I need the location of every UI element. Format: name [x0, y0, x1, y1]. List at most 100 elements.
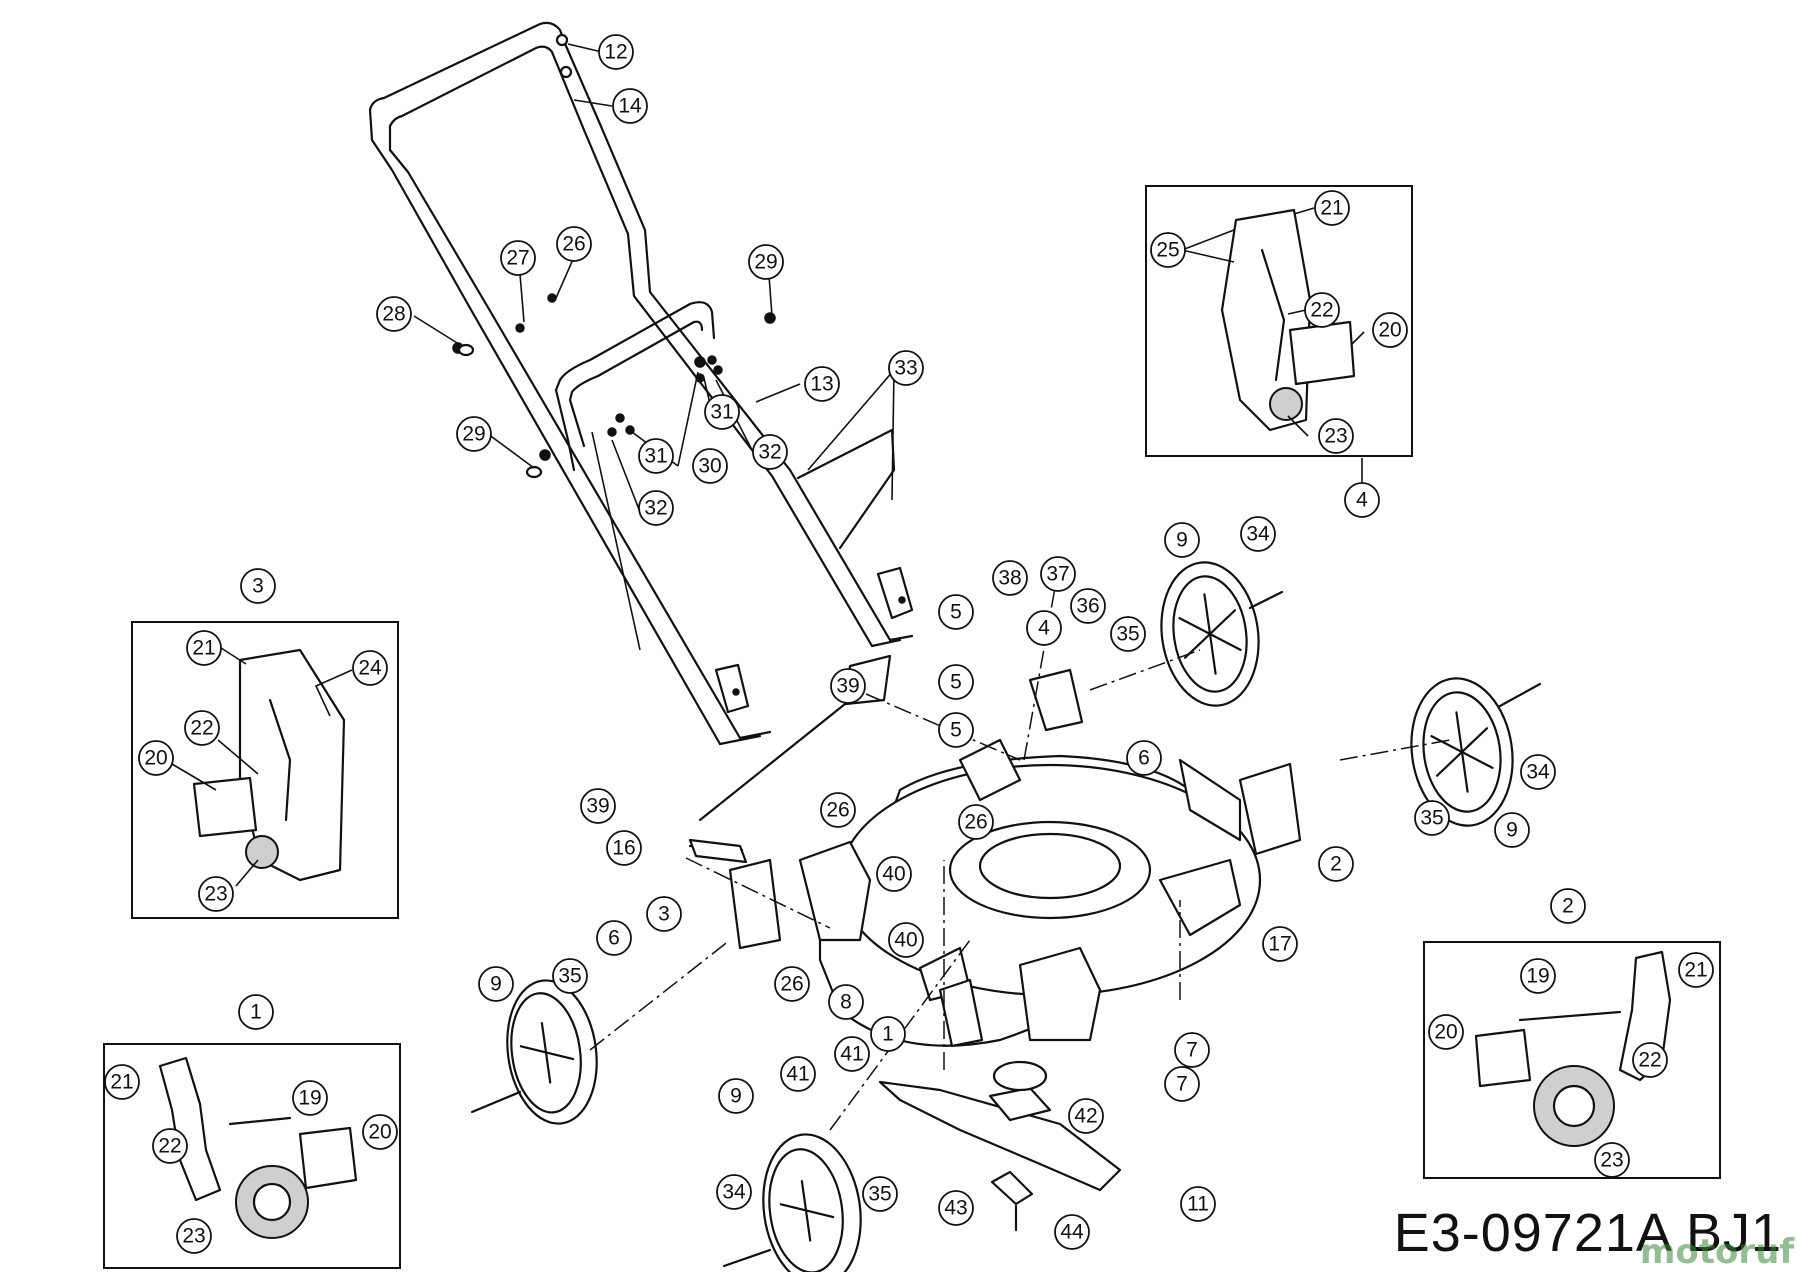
callout-21: 21 — [1678, 952, 1714, 988]
svg-text:6: 6 — [1138, 747, 1150, 770]
callout-27: 27 — [500, 240, 536, 276]
svg-text:9: 9 — [1506, 819, 1518, 842]
rear-flap — [688, 654, 892, 864]
callout-4: 4 — [1344, 482, 1380, 518]
svg-text:35: 35 — [1420, 807, 1443, 830]
svg-text:23: 23 — [1324, 425, 1347, 448]
svg-text:22: 22 — [190, 717, 213, 740]
svg-text:33: 33 — [894, 357, 917, 380]
callout-1: 1 — [870, 1016, 906, 1052]
svg-text:4: 4 — [1356, 489, 1368, 512]
callout-29: 29 — [456, 416, 492, 452]
callout-21: 21 — [186, 630, 222, 666]
callout-30: 30 — [692, 448, 728, 484]
svg-text:40: 40 — [882, 863, 905, 886]
svg-text:27: 27 — [506, 247, 529, 270]
callout-3: 3 — [646, 896, 682, 932]
callout-36: 36 — [1070, 588, 1106, 624]
svg-text:22: 22 — [158, 1135, 181, 1158]
callout-7: 7 — [1174, 1032, 1210, 1068]
svg-text:5: 5 — [950, 671, 962, 694]
svg-text:2: 2 — [1562, 895, 1574, 918]
callout-39: 39 — [830, 668, 866, 704]
callout-26: 26 — [556, 226, 592, 262]
svg-text:17: 17 — [1268, 933, 1291, 956]
callout-38: 38 — [992, 560, 1028, 596]
diagram-code: E3-09721A BJ1 — [1393, 1203, 1782, 1263]
svg-text:3: 3 — [252, 575, 264, 598]
callout-34: 34 — [716, 1174, 752, 1210]
inset-3-adjuster — [192, 648, 346, 882]
callout-41: 41 — [780, 1056, 816, 1092]
callout-32: 32 — [752, 434, 788, 470]
svg-text:21: 21 — [1320, 197, 1343, 220]
svg-text:25: 25 — [1156, 239, 1179, 262]
callout-12: 12 — [598, 34, 634, 70]
callout-6: 6 — [1126, 740, 1162, 776]
svg-text:34: 34 — [1526, 761, 1550, 784]
svg-text:5: 5 — [950, 719, 962, 742]
svg-text:35: 35 — [868, 1183, 891, 1206]
svg-text:19: 19 — [1526, 965, 1549, 988]
callout-4: 4 — [1026, 610, 1062, 646]
mower-deck — [798, 738, 1262, 1047]
callout-35: 35 — [1110, 616, 1146, 652]
callout-22: 22 — [1632, 1042, 1668, 1078]
svg-text:20: 20 — [1378, 319, 1401, 342]
callout-16: 16 — [606, 830, 642, 866]
callout-31: 31 — [704, 394, 740, 430]
callout-11: 11 — [1180, 1186, 1216, 1222]
callout-9: 9 — [718, 1078, 754, 1114]
svg-text:21: 21 — [1684, 959, 1707, 982]
callout-37: 37 — [1040, 556, 1076, 592]
callout-26: 26 — [820, 792, 856, 828]
svg-text:7: 7 — [1176, 1073, 1188, 1096]
svg-text:26: 26 — [780, 973, 803, 996]
callout-13: 13 — [804, 366, 840, 402]
callout-42: 42 — [1068, 1098, 1104, 1134]
callout-20: 20 — [1372, 312, 1408, 348]
callout-2: 2 — [1550, 888, 1586, 924]
svg-text:21: 21 — [192, 637, 215, 660]
svg-text:23: 23 — [182, 1225, 205, 1248]
svg-text:39: 39 — [586, 795, 609, 818]
inset-1-lever — [158, 1056, 358, 1239]
svg-text:41: 41 — [840, 1043, 863, 1066]
svg-text:2: 2 — [1330, 853, 1342, 876]
callout-35: 35 — [862, 1176, 898, 1212]
inset-box-4 — [1145, 185, 1413, 457]
svg-text:9: 9 — [1176, 529, 1188, 552]
svg-text:34: 34 — [722, 1181, 746, 1204]
callout-29: 29 — [748, 244, 784, 280]
inset-4-adjuster — [1220, 208, 1356, 432]
svg-text:34: 34 — [1246, 523, 1270, 546]
callout-43: 43 — [938, 1190, 974, 1226]
svg-text:11: 11 — [1187, 1193, 1209, 1216]
callout-20: 20 — [1428, 1014, 1464, 1050]
callout-34: 34 — [1520, 754, 1556, 790]
callout-14: 14 — [612, 88, 648, 124]
callout-6: 6 — [596, 920, 632, 956]
callout-20: 20 — [138, 740, 174, 776]
callout-39: 39 — [580, 788, 616, 824]
svg-text:40: 40 — [894, 929, 917, 952]
svg-text:30: 30 — [698, 455, 721, 478]
svg-text:1: 1 — [882, 1023, 894, 1046]
svg-text:32: 32 — [758, 441, 781, 464]
callout-21: 21 — [104, 1064, 140, 1100]
callout-23: 23 — [1318, 418, 1354, 454]
svg-text:23: 23 — [1600, 1149, 1623, 1172]
callout-22: 22 — [1304, 292, 1340, 328]
callout-2: 2 — [1318, 846, 1354, 882]
watermark-logo: motoruf — [1640, 1232, 1795, 1272]
callout-5: 5 — [938, 664, 974, 700]
svg-text:26: 26 — [964, 811, 987, 834]
callout-40: 40 — [888, 922, 924, 958]
callout-8: 8 — [828, 984, 864, 1020]
wheels — [470, 561, 1542, 1272]
blade-assembly — [878, 1060, 1122, 1232]
svg-text:28: 28 — [382, 303, 405, 326]
svg-text:37: 37 — [1046, 563, 1069, 586]
callout-32: 32 — [638, 490, 674, 526]
svg-text:29: 29 — [754, 251, 777, 274]
